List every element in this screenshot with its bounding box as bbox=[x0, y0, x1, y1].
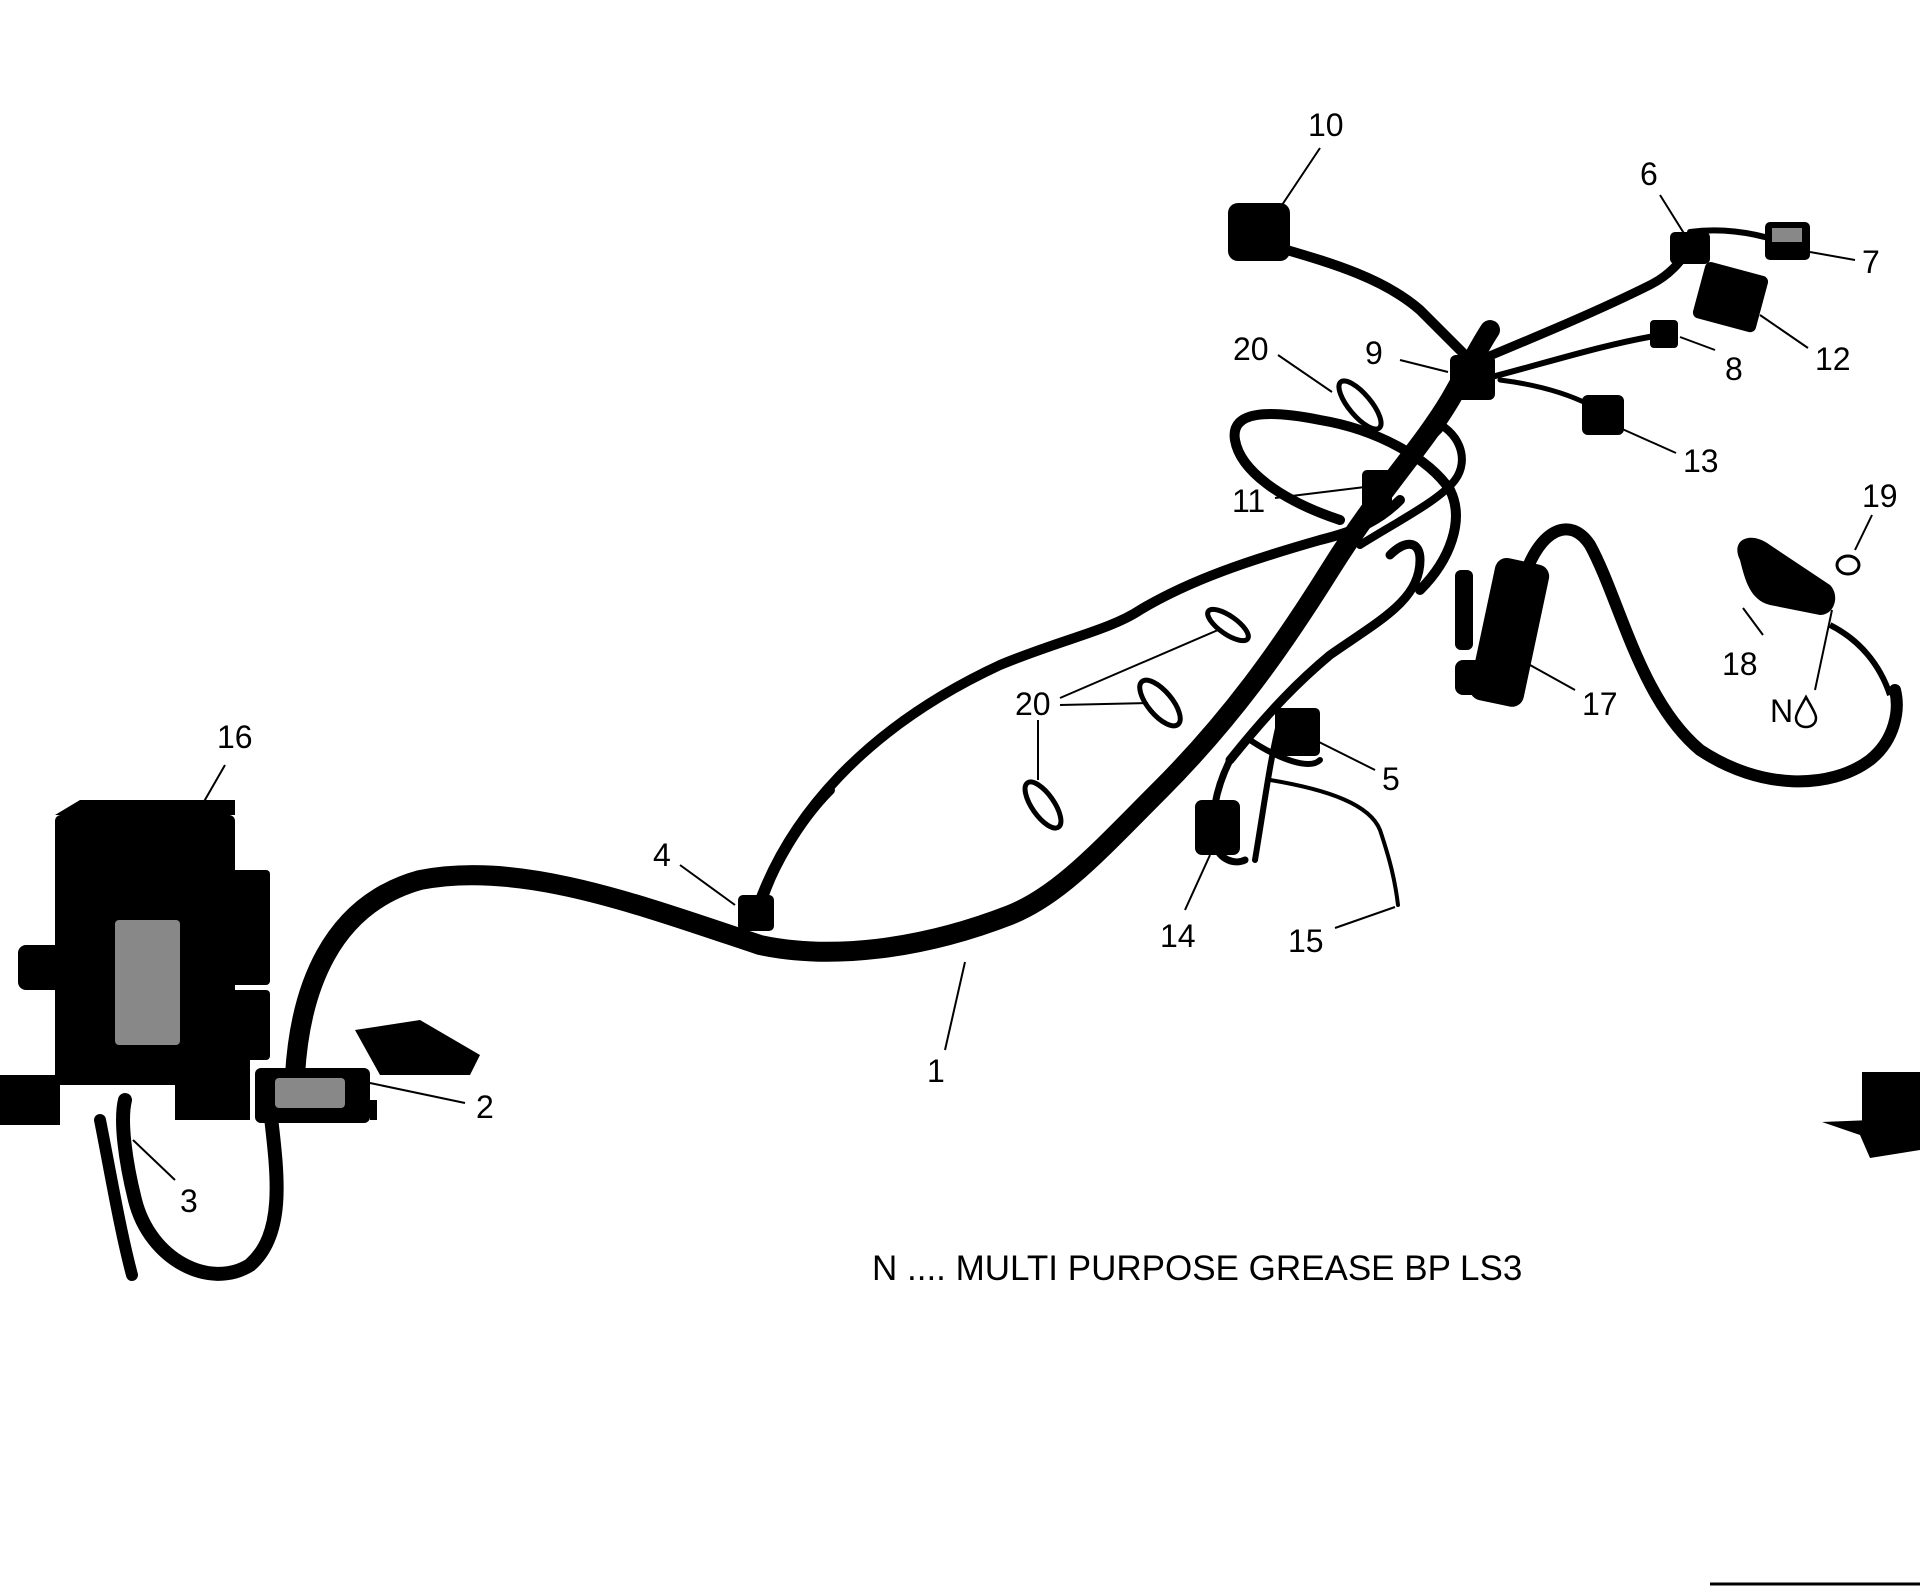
branch-to-connector-8 bbox=[1477, 332, 1663, 383]
relay-12 bbox=[1692, 262, 1769, 333]
cable-tie-20-upper bbox=[1336, 378, 1384, 432]
callout-7: 7 bbox=[1862, 244, 1880, 280]
leader-14 bbox=[1184, 854, 1211, 911]
connector-7 bbox=[1765, 222, 1810, 260]
callout-8: 8 bbox=[1725, 351, 1743, 387]
branch-to-connector-13 bbox=[1497, 377, 1593, 408]
upper-harness-branch bbox=[755, 495, 1405, 905]
callout-13: 13 bbox=[1683, 443, 1719, 479]
grease-note: N .... MULTI PURPOSE GREASE BP LS3 bbox=[872, 1249, 1522, 1288]
leader-9 bbox=[1399, 359, 1449, 373]
frame-bar-left bbox=[0, 1075, 60, 1125]
callout-2: 2 bbox=[476, 1089, 494, 1125]
branch-to-connector-10 bbox=[1265, 240, 1475, 365]
coil-high-tension-lead bbox=[1519, 523, 1903, 788]
leader-8 bbox=[1679, 336, 1716, 351]
leader-1 bbox=[944, 961, 966, 1051]
spark-plug-cap bbox=[1737, 537, 1836, 615]
frame-bracket-right bbox=[1822, 1118, 1920, 1158]
leader-4 bbox=[679, 864, 736, 906]
upper-harness-branch-b bbox=[1225, 539, 1425, 765]
grease-drop-icon bbox=[1794, 694, 1818, 729]
ignition-coil bbox=[1455, 557, 1550, 707]
leader-15 bbox=[1334, 906, 1396, 929]
leader-10 bbox=[1279, 147, 1321, 209]
callout-19: 19 bbox=[1862, 478, 1898, 514]
leader-13 bbox=[1619, 427, 1677, 454]
callout-20-lower: 20 bbox=[1015, 686, 1051, 722]
connector-6 bbox=[1670, 232, 1710, 264]
connector-9 bbox=[1450, 355, 1495, 400]
callout-18: 18 bbox=[1722, 646, 1758, 682]
grease-symbol-n: N bbox=[1770, 693, 1793, 729]
callout-1: 1 bbox=[927, 1053, 945, 1089]
leader-18 bbox=[1742, 607, 1764, 636]
leader-2 bbox=[369, 1082, 466, 1104]
leader-3 bbox=[132, 1139, 176, 1181]
callout-14: 14 bbox=[1160, 918, 1196, 954]
callout-16: 16 bbox=[217, 719, 253, 755]
connector-11 bbox=[1362, 470, 1392, 510]
loop-branch-b bbox=[1356, 416, 1466, 549]
leader-12 bbox=[1759, 314, 1809, 349]
connector-14 bbox=[1195, 800, 1240, 855]
callout-4: 4 bbox=[653, 837, 671, 873]
branch-to-connector-6 bbox=[1475, 243, 1695, 365]
loop-branch bbox=[1229, 409, 1461, 595]
leader-17 bbox=[1529, 664, 1576, 691]
callout-12: 12 bbox=[1815, 341, 1851, 377]
cable-tie-20-a bbox=[1205, 606, 1251, 644]
connector-10 bbox=[1228, 203, 1290, 261]
leader-7 bbox=[1809, 251, 1856, 261]
callout-15: 15 bbox=[1288, 923, 1324, 959]
leader-6 bbox=[1659, 194, 1686, 236]
callout-20-upper: 20 bbox=[1233, 331, 1269, 367]
spark-plug-lead bbox=[1828, 622, 1893, 696]
leader-19 bbox=[1854, 514, 1873, 551]
leader-20-a bbox=[1059, 629, 1219, 699]
main-harness-trunk bbox=[285, 320, 1500, 1085]
leader-16 bbox=[197, 764, 226, 813]
connector-5 bbox=[1275, 708, 1320, 756]
callout-10: 10 bbox=[1308, 107, 1344, 143]
leader-20-b bbox=[1059, 702, 1149, 706]
ground-strap-connector bbox=[255, 1020, 480, 1123]
connector-13 bbox=[1582, 395, 1624, 435]
harness-loop-3 bbox=[94, 1114, 138, 1281]
cable-tie-20-b bbox=[1137, 677, 1183, 729]
connector-4 bbox=[738, 895, 774, 931]
cable-tie-20-c bbox=[1022, 779, 1064, 831]
leader-5 bbox=[1314, 739, 1376, 771]
frame-bar-right bbox=[1862, 1072, 1920, 1122]
callout-3: 3 bbox=[180, 1183, 198, 1219]
connector-8 bbox=[1650, 320, 1678, 348]
leader-11 bbox=[1274, 486, 1366, 499]
harness-to-ecu bbox=[116, 1083, 284, 1281]
ecu-module bbox=[18, 800, 270, 1120]
callout-9: 9 bbox=[1365, 335, 1383, 371]
leader-n bbox=[1814, 609, 1833, 691]
branch-to-connector-15 bbox=[1268, 778, 1400, 907]
clamp-19 bbox=[1835, 554, 1861, 576]
callout-5: 5 bbox=[1382, 761, 1400, 797]
branch-to-connector-4 bbox=[755, 785, 835, 913]
callout-11: 11 bbox=[1232, 483, 1265, 519]
callout-17: 17 bbox=[1582, 686, 1618, 722]
branch-to-connector-5 bbox=[1247, 737, 1323, 767]
leader-20-upper bbox=[1277, 354, 1333, 393]
callout-6: 6 bbox=[1640, 156, 1658, 192]
